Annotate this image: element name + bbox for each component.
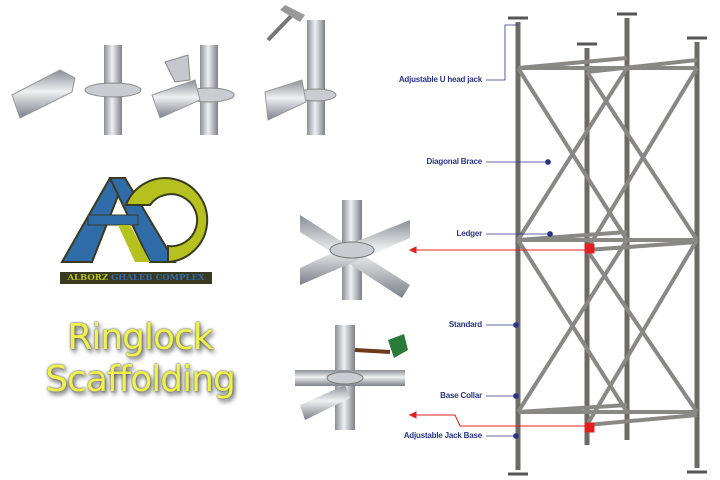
label-standard: Standard bbox=[448, 320, 482, 329]
label-diagonal-brace: Diagonal Brace bbox=[426, 157, 483, 166]
clamp-photo-3 bbox=[264, 5, 337, 135]
title-line-1: Ringlock bbox=[67, 317, 213, 358]
logo-wordmark: ALBORZ GHALEB COMPLEX bbox=[60, 272, 212, 284]
base-node-marker bbox=[584, 422, 595, 433]
connector-photo-1 bbox=[300, 200, 410, 300]
title-line-2: Scaffolding bbox=[45, 359, 236, 400]
logo-word-2: GHALEB COMPLEX bbox=[111, 273, 205, 283]
ringlock-node-marker bbox=[584, 243, 595, 254]
clamp-photo-1 bbox=[11, 45, 142, 135]
logo-word-1: ALBORZ bbox=[67, 273, 109, 283]
clamp-photo-2 bbox=[151, 45, 235, 135]
label-u-head-jack: Adjustable U head jack bbox=[398, 75, 482, 84]
label-leaders bbox=[486, 24, 553, 439]
scaffold-tower bbox=[508, 12, 707, 476]
label-ledger: Ledger bbox=[456, 229, 483, 238]
label-base-collar: Base Collar bbox=[440, 391, 482, 400]
company-logo bbox=[60, 177, 209, 264]
highlight-arrows bbox=[408, 243, 595, 433]
connector-photo-2 bbox=[295, 325, 408, 430]
label-jack-base: Adjustable Jack Base bbox=[403, 431, 482, 440]
